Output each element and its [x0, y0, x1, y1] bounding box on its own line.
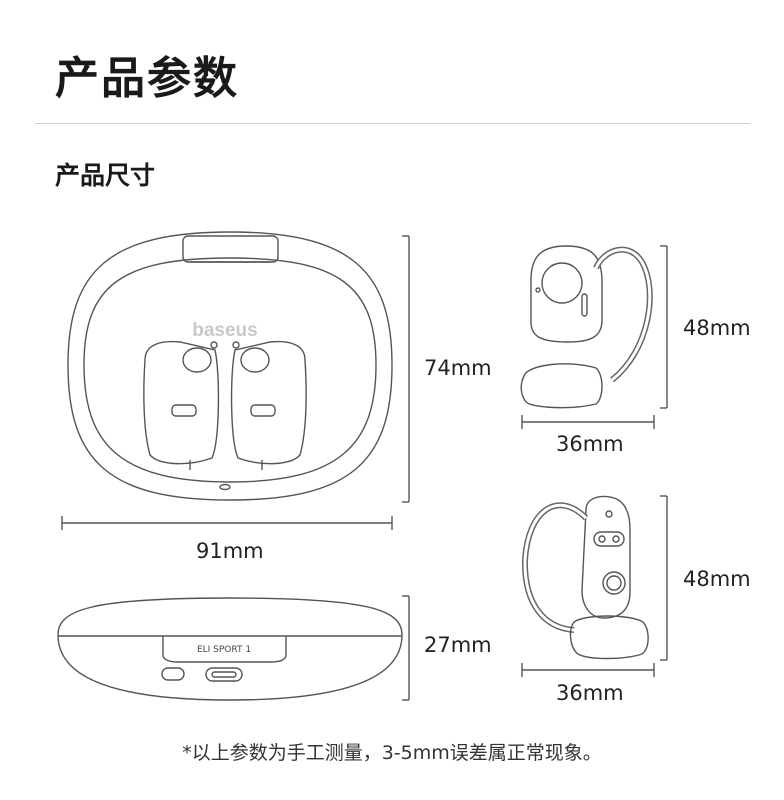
footnote: *以上参数为手工测量，3-5mm误差属正常现象。 [182, 742, 602, 764]
case-closed-shell [57, 597, 403, 701]
earbud-side-height-label: 48mm [683, 316, 751, 340]
earbud-side-width-dimension-line [521, 415, 655, 429]
right-earbud [230, 340, 307, 465]
left-earbud [143, 340, 220, 465]
ear-hook [593, 246, 653, 383]
earbud-back-view [521, 495, 649, 660]
earbud-back-height-label: 48mm [683, 567, 751, 591]
section-title: 产品尺寸 [55, 161, 156, 190]
earbud-speaker [541, 262, 583, 304]
earbud-back-height-dimension-line [660, 495, 668, 661]
case-top-view: baseus [67, 231, 393, 501]
ear-hook-back-inner [523, 503, 588, 632]
earbud-back-body [581, 495, 631, 619]
ear-hook-inner [594, 248, 652, 382]
case-outer-shell [67, 231, 393, 501]
case-label-plate [162, 636, 287, 663]
case-front-view: ELI SPORT 1 [57, 597, 403, 701]
case-inner-rim [83, 257, 377, 483]
case-height-label: 74mm [424, 356, 492, 380]
earbud-side-width-label: 36mm [556, 432, 624, 456]
earbud-battery-pod [520, 363, 603, 409]
case-model-label: ELI SPORT 1 [197, 645, 251, 655]
usb-c-port [205, 667, 243, 682]
case-height-dimension-line [402, 235, 410, 503]
case-logo: baseus [192, 320, 257, 341]
case-width-label: 91mm [196, 539, 264, 563]
earbud-back-pod [569, 615, 649, 660]
earbud-back-width-label: 36mm [556, 681, 624, 705]
earbud-body [530, 245, 603, 343]
page-title: 产品参数 [55, 53, 239, 104]
case-width-dimension-line [61, 516, 393, 530]
case-button [161, 667, 185, 681]
earbud-back-width-dimension-line [521, 663, 655, 677]
case-led [219, 483, 231, 491]
earbud-side-height-dimension-line [660, 245, 668, 409]
divider [35, 123, 750, 124]
earbud-mesh-grille [602, 571, 626, 595]
case-depth-label: 27mm [424, 633, 492, 657]
case-depth-dimension-line [402, 595, 410, 701]
earbud-side-view [520, 245, 653, 409]
